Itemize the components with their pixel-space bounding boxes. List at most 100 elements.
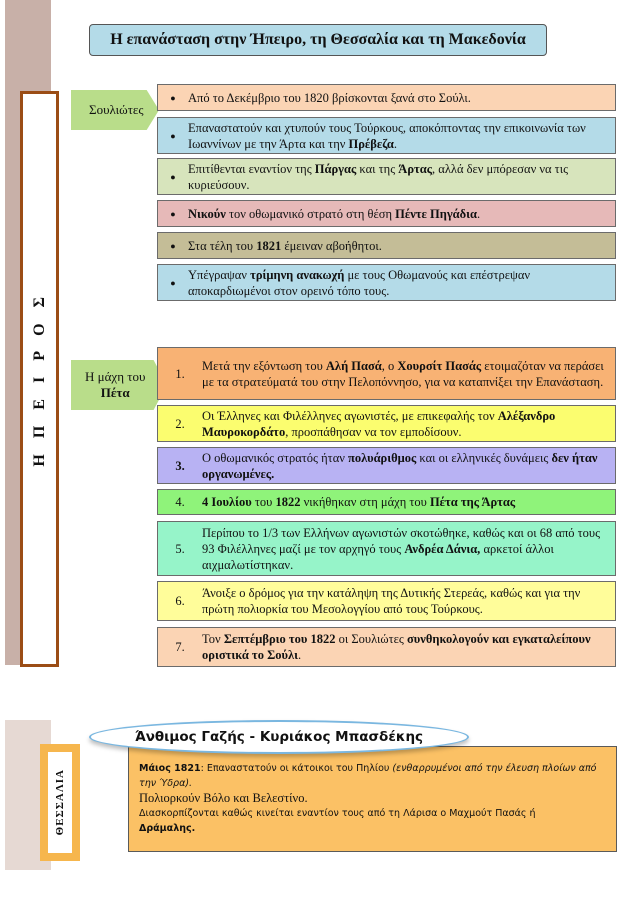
plain-text: , ο bbox=[381, 358, 398, 373]
emphasis-text: Σεπτέμβριο του 1822 bbox=[223, 632, 336, 646]
plain-text: ετοιμαζόταν να περάσει με τα στρατεύματά… bbox=[202, 358, 604, 389]
plain-text: Από το Δεκέμβριο του 1820 βρίσκονται ξαν… bbox=[188, 90, 471, 105]
plain-text: και οι ελληνικές δυνάμεις bbox=[416, 450, 552, 465]
item-text: Περίπου το 1/3 των Ελλήνων αγωνιστών σκο… bbox=[202, 525, 615, 573]
emphasis-text: Πέντε Πηγάδια bbox=[395, 206, 477, 221]
souliotes-bullet-1: ● Από το Δεκέμβριο του 1820 βρίσκονται ξα… bbox=[157, 84, 616, 111]
thessalia-line-3: Διασκορπίζονται καθώς κινείται εναντίον … bbox=[139, 808, 536, 819]
thessalia-side-label-box: ΘΕΣΣΑΛΙΑ bbox=[48, 752, 72, 853]
emphasis-text: Ανδρέα Δάνια, bbox=[404, 541, 481, 556]
souliotes-bullet-2: ● Επαναστατούν και χτυπούν τους Τούρκους,… bbox=[157, 117, 616, 154]
plain-text: έμειναν αβοήθητοι. bbox=[281, 238, 382, 253]
thessalia-line-1-text: : Επαναστατούν οι κάτοικοι του Πηλίου bbox=[200, 763, 393, 774]
peta-item-5: 5. Περίπου το 1/3 των Ελλήνων αγωνιστών σ… bbox=[157, 521, 616, 576]
bullet-text: Νικούν τον οθωμανικό στρατό στη θέση Πέν… bbox=[188, 206, 615, 222]
bullet-text: Επαναστατούν και χτυπούν τους Τούρκους, … bbox=[188, 120, 615, 152]
bullet-dot-icon: ● bbox=[170, 171, 176, 182]
item-text: Ο οθωμανικός στρατός ήταν πολυάριθμος κα… bbox=[202, 450, 615, 482]
emphasis-text: Χουρσίτ Πασάς bbox=[397, 358, 482, 373]
item-number: 7. bbox=[175, 640, 185, 654]
plain-text: οι Σουλιώτες bbox=[335, 632, 407, 646]
souliotes-bullet-6: ● Υπέγραψαν τρίμηνη ανακωχή με τους Οθωμα… bbox=[157, 264, 616, 301]
plain-text: Επιτίθενται εναντίον της bbox=[188, 161, 315, 176]
plain-text: νικήθηκαν στη μάχη του bbox=[300, 495, 430, 509]
bullet-text: Από το Δεκέμβριο του 1820 βρίσκονται ξαν… bbox=[188, 90, 615, 106]
item-number: 5. bbox=[175, 541, 185, 556]
peta-arrow: Η μάχη του Πέτα bbox=[71, 360, 167, 410]
plain-text: Στα τέλη του bbox=[188, 238, 257, 253]
plain-text: . bbox=[298, 648, 302, 662]
peta-label-line1: Η μάχη του bbox=[85, 369, 146, 384]
emphasis-text: Πάργας bbox=[314, 161, 357, 176]
emphasis-text: δεν ήταν οργανωμένες. bbox=[202, 450, 598, 481]
plain-text: Μετά την εξόντωση του bbox=[202, 358, 326, 373]
emphasis-text: 4 Ιουλίου bbox=[202, 495, 252, 509]
plain-text: Τον bbox=[202, 632, 224, 646]
peta-item-6: 6.Άνοιξε ο δρόμος για την κατάληψη της Δ… bbox=[157, 581, 616, 621]
bullet-dot-icon: ● bbox=[170, 208, 176, 219]
item-text: 4 Ιουλίου του 1822 νικήθηκαν στη μάχη το… bbox=[202, 494, 615, 510]
emphasis-text: Άρτας bbox=[398, 161, 433, 176]
plain-text: με τους Οθωμανούς και επέστρεψαν αποκαρδ… bbox=[188, 267, 531, 298]
souliotes-label: Σουλιώτες bbox=[89, 102, 144, 117]
page-title: Η επανάσταση στην Ήπειρο, τη Θεσσαλία κα… bbox=[89, 24, 547, 56]
souliotes-bullet-5: ● Στα τέλη του 1821 έμειναν αβοήθητοι. bbox=[157, 232, 616, 259]
item-number: 2. bbox=[175, 416, 185, 431]
thessalia-leaders-title: Άνθιμος Γαζής - Κυριάκος Μπασδέκης bbox=[89, 720, 469, 754]
peta-item-4: 4. 4 Ιουλίου του 1822 νικήθηκαν στη μάχη … bbox=[157, 489, 616, 515]
thessalia-line-1-italic: (ενθαρρυμένοι από την έλευση πλοίων από … bbox=[139, 763, 597, 789]
item-text: Μετά την εξόντωση του Αλή Πασά, ο Χουρσί… bbox=[202, 358, 615, 390]
thessalia-content-box: Μάιος 1821: Επαναστατούν οι κάτοικοι του… bbox=[128, 746, 617, 852]
plain-text: Άνοιξε ο δρόμος για την κατάληψη της Δυτ… bbox=[202, 586, 581, 616]
ipiros-side-label: Η Π Ε Ι Ρ Ο Σ bbox=[30, 291, 48, 467]
emphasis-text: 1822 bbox=[275, 495, 301, 509]
ipiros-side-label-box: Η Π Ε Ι Ρ Ο Σ bbox=[20, 91, 59, 667]
plain-text: . bbox=[477, 206, 481, 221]
plain-text: , αλλά δεν μπόρεσαν να τις κυριεύσουν. bbox=[188, 161, 569, 192]
emphasis-text: Νικούν bbox=[188, 206, 226, 221]
plain-text: τον οθωμανικό στρατό στη θέση bbox=[225, 206, 396, 221]
plain-text: αρκετοί άλλοι αιχμαλωτίστηκαν. bbox=[202, 541, 554, 572]
emphasis-text: τρίμηνη ανακωχή bbox=[250, 267, 345, 282]
peta-item-7: 7. Τον Σεπτέμβριο του 1822 οι Σουλιώτες σ… bbox=[157, 627, 616, 667]
item-number: 1. bbox=[175, 366, 185, 381]
item-number: 3. bbox=[175, 458, 185, 473]
peta-label-line2: Πέτα bbox=[100, 385, 130, 400]
emphasis-text: 1821 bbox=[256, 238, 282, 253]
thessalia-side-label: ΘΕΣΣΑΛΙΑ bbox=[54, 769, 66, 836]
emphasis-text: συνθηκολογούν και εγκαταλείπουν οριστικά… bbox=[202, 632, 591, 662]
souliotes-arrow: Σουλιώτες bbox=[71, 90, 159, 130]
bullet-text: Υπέγραψαν τρίμηνη ανακωχή με τους Οθωμαν… bbox=[188, 267, 615, 299]
thessalia-line-1: Μάιος 1821: Επαναστατούν οι κάτοικοι του… bbox=[139, 761, 608, 791]
peta-item-2: 2. Οι Έλληνες και Φιλέλληνες αγωνιστές, μ… bbox=[157, 405, 616, 442]
plain-text: Περίπου το 1/3 των Ελλήνων αγωνιστών σκο… bbox=[202, 525, 601, 556]
bullet-text: Επιτίθενται εναντίον της Πάργας και της … bbox=[188, 161, 615, 193]
plain-text: Επαναστατούν και χτυπούν τους Τούρκους, … bbox=[188, 120, 586, 151]
thessalia-line-2: Πολιορκούν Βόλο και Βελεστίνο. bbox=[139, 791, 308, 805]
item-text: Τον Σεπτέμβριο του 1822 οι Σουλιώτες συν… bbox=[202, 631, 615, 663]
bullet-dot-icon: ● bbox=[170, 240, 176, 251]
thessalia-line-4-bold: Δράμαλης. bbox=[139, 823, 196, 834]
peta-item-1: 1. Μετά την εξόντωση του Αλή Πασά, ο Χουρ… bbox=[157, 347, 616, 400]
emphasis-text: Αλή Πασά bbox=[325, 358, 382, 373]
plain-text: Ο οθωμανικός στρατός ήταν bbox=[202, 450, 349, 465]
souliotes-bullet-3: ● Επιτίθενται εναντίον της Πάργας και της… bbox=[157, 158, 616, 195]
plain-text: Οι Έλληνες και Φιλέλληνες αγωνιστές, με … bbox=[202, 408, 498, 423]
emphasis-text: Πέτα της Άρτας bbox=[429, 495, 516, 509]
plain-text: του bbox=[251, 495, 276, 509]
peta-label: Η μάχη του Πέτα bbox=[85, 369, 145, 401]
plain-text: και της bbox=[356, 161, 399, 176]
bullet-dot-icon: ● bbox=[170, 277, 176, 288]
item-text: Άνοιξε ο δρόμος για την κατάληψη της Δυτ… bbox=[202, 585, 615, 617]
bullet-dot-icon: ● bbox=[170, 92, 176, 103]
plain-text: . bbox=[393, 136, 398, 151]
emphasis-text: πολυάριθμος bbox=[348, 450, 417, 465]
bullet-dot-icon: ● bbox=[170, 130, 176, 141]
plain-text: Υπέγραψαν bbox=[188, 267, 251, 282]
item-text: Οι Έλληνες και Φιλέλληνες αγωνιστές, με … bbox=[202, 408, 615, 440]
emphasis-text: Αλέξανδρο Μαυροκορδάτο bbox=[202, 408, 556, 439]
item-number: 4. bbox=[175, 495, 185, 509]
bullet-text: Στα τέλη του 1821 έμειναν αβοήθητοι. bbox=[188, 238, 615, 254]
thessalia-date: Μάιος 1821 bbox=[139, 763, 201, 774]
plain-text: , προσπάθησαν να τον εμποδίσουν. bbox=[285, 424, 462, 439]
